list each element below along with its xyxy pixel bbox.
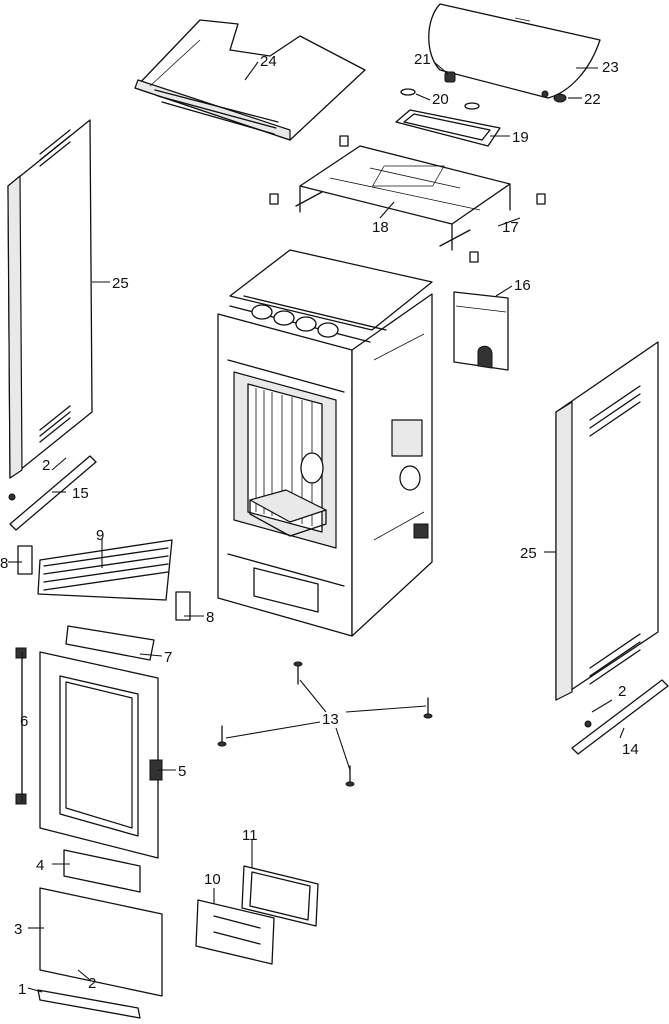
part-25-right-side-panel <box>555 341 659 701</box>
callout-11: 11 <box>242 827 258 844</box>
part-21-knob <box>444 71 456 83</box>
part-20-washers <box>400 88 480 110</box>
part-9-grille <box>37 539 173 601</box>
part-25-left-side-panel <box>7 119 93 479</box>
part-14-right-rail <box>571 679 669 755</box>
part-11-plate <box>241 865 319 927</box>
stove-main-body <box>217 249 433 637</box>
part-1-base-rail <box>37 989 141 1019</box>
part-24-top-cover <box>134 19 366 141</box>
callout-2-bottom: 2 <box>88 975 96 992</box>
callout-8-left: 8 <box>0 555 8 572</box>
callout-8-right: 8 <box>206 609 214 626</box>
callout-2-left: 2 <box>42 457 50 474</box>
callout-25-right: 25 <box>520 545 537 562</box>
callout-20: 20 <box>432 91 449 108</box>
callout-10: 10 <box>204 871 221 888</box>
callout-18: 18 <box>372 219 389 236</box>
callout-3: 3 <box>14 921 22 938</box>
callout-16: 16 <box>514 277 531 294</box>
part-3-lower-panel <box>39 887 163 997</box>
callout-23: 23 <box>602 59 619 76</box>
part-23-top-plate <box>428 3 601 99</box>
part-7-bar <box>65 625 155 661</box>
callout-21: 21 <box>414 51 431 68</box>
callout-13: 13 <box>322 711 339 728</box>
callout-25-left: 25 <box>112 275 129 292</box>
callout-9: 9 <box>96 527 104 544</box>
part-18-top-frame <box>295 145 511 251</box>
callout-labels: 24 23 21 20 22 19 18 17 16 25 2 15 9 8 8… <box>0 51 639 998</box>
callout-4: 4 <box>36 857 44 874</box>
callout-7: 7 <box>164 649 172 666</box>
callout-15: 15 <box>72 485 89 502</box>
part-16-rear-plate <box>453 291 509 371</box>
callout-17: 17 <box>502 219 519 236</box>
callout-1: 1 <box>18 981 26 998</box>
leader-lines <box>8 61 625 993</box>
part-15-left-rail <box>8 455 97 531</box>
callout-22: 22 <box>584 91 601 108</box>
callout-24: 24 <box>260 53 277 70</box>
part-19-gasket <box>395 109 501 147</box>
part-22-knob <box>553 93 567 103</box>
part-door <box>39 651 159 859</box>
part-10-plate <box>195 899 275 965</box>
callout-19: 19 <box>512 129 529 146</box>
callout-5: 5 <box>178 763 186 780</box>
part-8-brackets <box>17 545 191 621</box>
callout-14: 14 <box>622 741 639 758</box>
part-4-bar <box>63 849 141 893</box>
callout-6: 6 <box>20 713 28 730</box>
callout-2-right: 2 <box>618 683 626 700</box>
part-17-feet <box>269 135 546 263</box>
